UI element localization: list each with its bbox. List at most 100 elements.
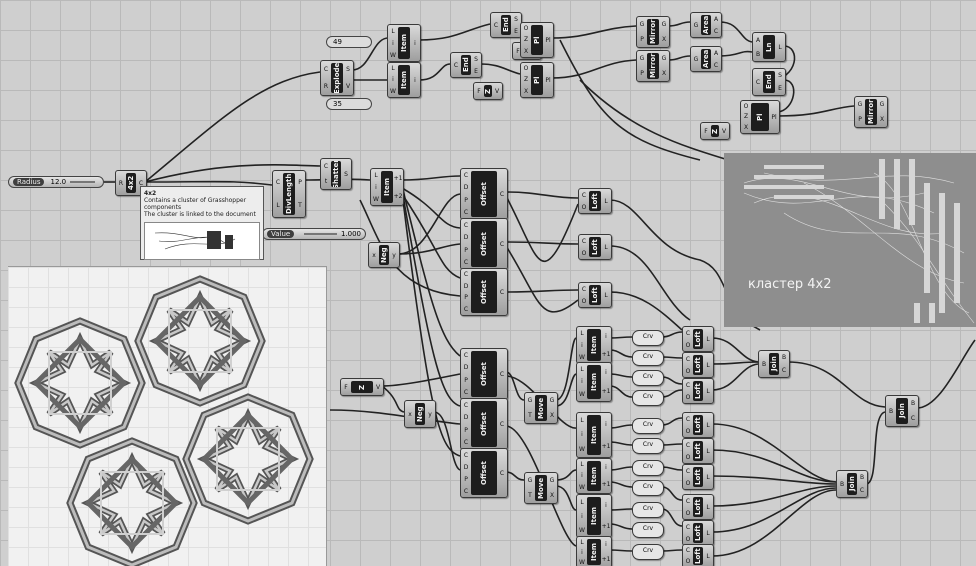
output-pin[interactable]: L <box>706 421 710 429</box>
output-pin[interactable]: L <box>706 529 710 537</box>
output-pin[interactable]: T <box>298 202 302 209</box>
output-pin[interactable]: S <box>514 15 518 23</box>
output-pin[interactable]: A <box>713 15 719 23</box>
input-pin[interactable]: t <box>324 178 328 185</box>
output-pin[interactable]: X <box>549 492 555 499</box>
input-pin[interactable]: L <box>580 498 584 506</box>
component-crv-9[interactable]: Crv <box>632 502 664 518</box>
component-crv-4[interactable]: Crv <box>632 390 664 406</box>
input-pin[interactable]: C <box>463 271 469 279</box>
input-pin[interactable]: i <box>392 76 394 84</box>
input-pin[interactable]: C <box>755 78 761 86</box>
output-pin[interactable]: X <box>549 412 555 419</box>
output-pin[interactable]: E <box>778 85 782 92</box>
output-pin[interactable]: B <box>781 354 787 361</box>
input-pin[interactable]: W <box>579 446 585 454</box>
output-pin[interactable]: E <box>514 27 518 35</box>
input-pin[interactable]: i <box>392 39 394 47</box>
output-pin[interactable]: C <box>713 27 719 35</box>
input-pin[interactable]: C <box>463 221 469 229</box>
input-pin[interactable]: C <box>685 381 691 389</box>
input-pin[interactable]: Z <box>523 76 529 84</box>
input-pin[interactable]: x <box>372 251 376 259</box>
output-pin[interactable]: C <box>499 288 505 296</box>
output-pin[interactable]: C <box>499 469 505 477</box>
input-pin[interactable]: C <box>581 285 587 293</box>
output-pin[interactable]: C <box>713 61 719 69</box>
input-pin[interactable]: L <box>580 461 584 469</box>
input-pin[interactable]: G <box>527 477 533 484</box>
input-pin[interactable]: i <box>581 378 583 386</box>
output-pin[interactable]: V <box>375 383 381 391</box>
output-pin[interactable]: i <box>605 332 607 340</box>
input-pin[interactable]: O <box>685 535 691 543</box>
input-pin[interactable]: T <box>528 412 532 419</box>
input-pin[interactable]: G <box>693 55 699 63</box>
input-pin[interactable]: G <box>527 397 533 404</box>
input-pin[interactable]: i <box>375 183 377 191</box>
input-pin[interactable]: C <box>685 497 691 505</box>
number-panel-35[interactable]: 35 <box>326 98 372 110</box>
input-pin[interactable]: D <box>463 364 469 372</box>
input-pin[interactable]: X <box>523 47 529 55</box>
input-pin[interactable]: W <box>390 51 396 59</box>
input-pin[interactable]: L <box>580 416 584 424</box>
output-pin[interactable]: Pl <box>771 113 777 121</box>
output-pin[interactable]: +1 <box>601 442 611 450</box>
input-pin[interactable]: D <box>463 463 469 471</box>
output-pin[interactable]: y <box>392 251 396 259</box>
input-pin[interactable]: B <box>888 407 894 415</box>
output-pin[interactable]: i <box>605 464 607 471</box>
input-pin[interactable]: Z <box>523 36 529 44</box>
input-pin[interactable]: D <box>463 184 469 192</box>
output-pin[interactable]: L <box>706 552 710 560</box>
input-pin[interactable]: B <box>761 360 767 368</box>
component-crv-10[interactable]: Crv <box>632 522 664 538</box>
input-pin[interactable]: P <box>464 246 468 254</box>
output-pin[interactable]: +2 <box>393 192 403 200</box>
input-pin[interactable]: A <box>755 36 761 44</box>
output-pin[interactable]: L <box>706 335 710 343</box>
input-pin[interactable]: C <box>323 163 329 170</box>
input-pin[interactable]: L <box>580 538 584 546</box>
input-pin[interactable]: L <box>580 365 584 373</box>
input-pin[interactable]: O <box>685 341 691 349</box>
input-pin[interactable]: P <box>640 70 644 77</box>
output-pin[interactable]: y <box>428 410 432 418</box>
input-pin[interactable]: G <box>639 55 645 62</box>
output-pin[interactable]: G <box>661 55 667 62</box>
output-pin[interactable]: L <box>778 43 782 51</box>
output-pin[interactable]: L <box>706 503 710 511</box>
output-pin[interactable]: V <box>721 127 727 135</box>
component-crv-3[interactable]: Crv <box>632 370 664 386</box>
input-pin[interactable]: O <box>523 65 529 73</box>
output-pin[interactable]: S <box>344 170 348 178</box>
input-pin[interactable]: C <box>463 259 469 267</box>
input-pin[interactable]: C <box>463 451 469 459</box>
input-pin[interactable]: W <box>373 195 379 203</box>
number-panel-49[interactable]: 49 <box>326 36 372 48</box>
output-pin[interactable]: L <box>604 291 608 299</box>
input-pin[interactable]: C <box>685 441 691 449</box>
input-pin[interactable]: C <box>323 66 329 73</box>
input-pin[interactable]: O <box>523 25 529 33</box>
output-pin[interactable]: L <box>706 361 710 369</box>
input-pin[interactable]: i <box>581 431 583 439</box>
input-pin[interactable]: C <box>581 237 587 245</box>
output-pin[interactable]: L <box>706 473 710 481</box>
